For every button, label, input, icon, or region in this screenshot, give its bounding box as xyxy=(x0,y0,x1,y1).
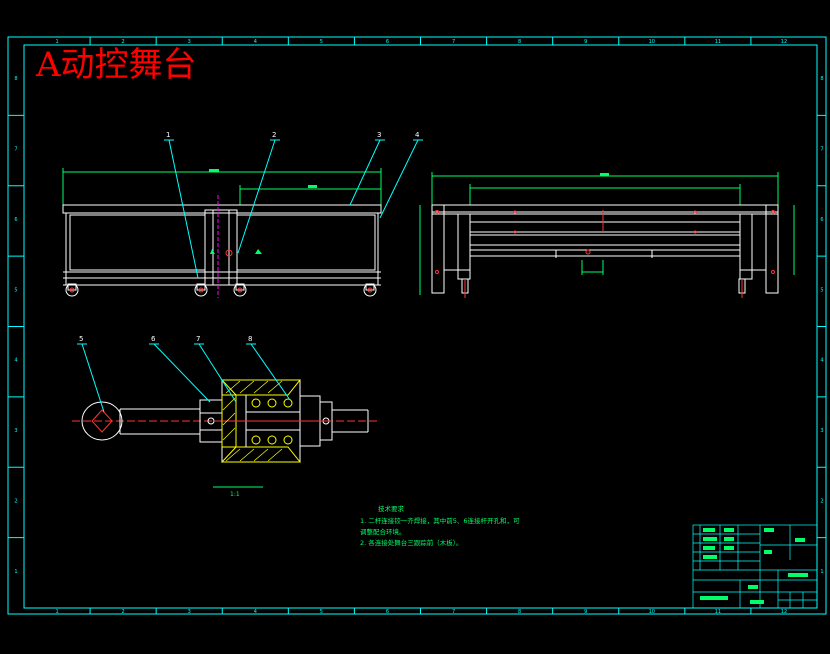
border-column-label: 3 xyxy=(188,39,191,45)
balloon-5: 5 xyxy=(79,335,83,343)
border-column-label: 6 xyxy=(386,39,389,45)
border-column-label: 8 xyxy=(518,39,521,45)
title-block-fill xyxy=(700,528,808,604)
border-column-label: 10 xyxy=(649,609,655,615)
border-column-label: 11 xyxy=(715,609,721,615)
border-row-label: 1 xyxy=(820,569,823,575)
border-row-label: 1 xyxy=(14,569,17,575)
border-column-label: 12 xyxy=(781,609,787,615)
technical-requirements: 技术要求 1. 二杆连接铰一齐焊接，其中前5、6连接杆开孔和，可 调整配合环境。… xyxy=(360,504,520,547)
front-view xyxy=(62,168,382,298)
border-column-label: 2 xyxy=(122,39,125,45)
drawing-title: A动控舞台 xyxy=(35,45,197,85)
border-row-labels: 8 8 7 7 6 6 5 5 4 4 3 3 2 2 1 1 xyxy=(8,76,826,575)
border-row-label: 2 xyxy=(820,498,823,504)
border-column-label: 5 xyxy=(320,39,323,45)
balloon-8: 8 xyxy=(248,335,252,343)
border-row-label: 4 xyxy=(820,358,823,364)
border-column-label: 3 xyxy=(188,609,191,615)
border-row-label: 8 xyxy=(820,76,823,82)
border-column-label: 12 xyxy=(781,39,787,45)
border-column-label: 9 xyxy=(584,39,587,45)
tech-req-line-3: 2. 各连接处舞台三跟踪前（木板）。 xyxy=(360,538,463,547)
front-view-leaders xyxy=(164,139,423,279)
balloon-3: 3 xyxy=(377,131,381,139)
border-column-label: 1 xyxy=(55,609,58,615)
section-hatching xyxy=(222,380,283,462)
border-row-label: 5 xyxy=(14,287,17,293)
detail-view-leaders xyxy=(77,343,291,413)
border-row-label: 3 xyxy=(14,428,17,434)
balloon-6: 6 xyxy=(151,335,156,343)
border-column-label: 6 xyxy=(386,609,389,615)
border-column-label: 5 xyxy=(320,609,323,615)
border-column-label: 1 xyxy=(55,39,58,45)
border-column-label: 4 xyxy=(254,39,257,45)
border-row-label: 7 xyxy=(14,147,17,153)
balloon-7: 7 xyxy=(196,335,200,343)
border-row-label: 6 xyxy=(14,217,17,223)
border-column-label: 10 xyxy=(649,39,655,45)
border-row-label: 7 xyxy=(820,147,823,153)
balloon-2: 2 xyxy=(272,131,276,139)
scale-note: 1:1 xyxy=(213,486,263,498)
tech-req-line-2: 调整配合环境。 xyxy=(360,527,406,536)
border-row-label: 3 xyxy=(820,428,823,434)
detail-view-balloons: 5 6 7 8 xyxy=(79,335,252,343)
balloon-4: 4 xyxy=(415,131,420,139)
outer-frame xyxy=(7,36,827,615)
detail-view xyxy=(72,379,378,463)
border-column-label: 11 xyxy=(715,39,721,45)
border-row-label: 8 xyxy=(14,76,17,82)
border-column-label: 7 xyxy=(452,39,455,45)
border-row-label: 2 xyxy=(14,498,17,504)
border-column-label: 7 xyxy=(452,609,455,615)
scale-label: 1:1 xyxy=(230,491,240,498)
border-column-label: 2 xyxy=(122,609,125,615)
border-row-label: 4 xyxy=(14,358,17,364)
tech-req-line-1: 1. 二杆连接铰一齐焊接，其中前5、6连接杆开孔和，可 xyxy=(360,516,520,525)
balloon-1: 1 xyxy=(166,131,170,139)
border-column-label: 9 xyxy=(584,609,587,615)
border-row-label: 5 xyxy=(820,287,823,293)
border-row-label: 6 xyxy=(820,217,823,223)
front-view-balloons: 1 2 3 4 xyxy=(166,131,420,139)
border-column-label: 8 xyxy=(518,609,521,615)
border-column-label: 4 xyxy=(254,609,257,615)
title-block xyxy=(692,524,818,609)
tech-req-heading: 技术要求 xyxy=(378,504,405,513)
side-view xyxy=(419,172,795,298)
